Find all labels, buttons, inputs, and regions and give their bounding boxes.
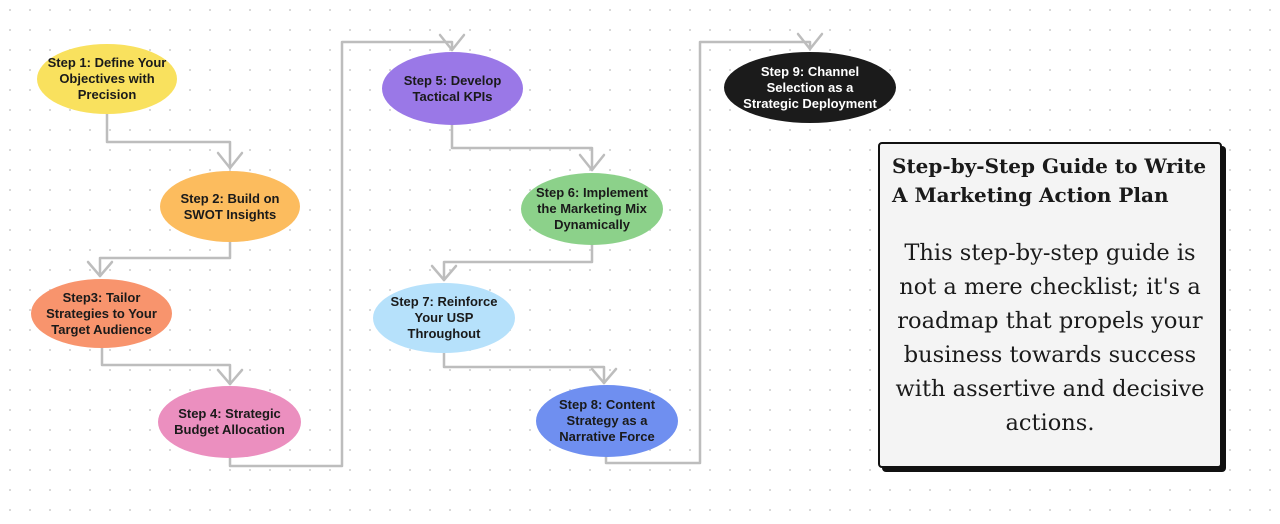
arrowhead-9 <box>796 32 824 51</box>
connector-8-9 <box>604 40 812 465</box>
connector-1-2 <box>105 110 232 170</box>
info-card: Step-by-Step Guide to Write A Marketing … <box>878 142 1222 468</box>
step-2-node[interactable]: Step 2: Build on SWOT Insights <box>160 171 300 242</box>
step-7-label: Step 7: Reinforce Your USP Throughout <box>390 294 498 341</box>
step-2-label: Step 2: Build on SWOT Insights <box>180 190 280 222</box>
connector-6-7 <box>442 242 594 282</box>
connector-5-6 <box>450 122 594 172</box>
connector-2-3 <box>98 238 232 278</box>
step-3-label: Step3: Tailor Strategies to Your Target … <box>46 289 157 337</box>
info-title: Step-by-Step Guide to Write A Marketing … <box>892 154 1207 207</box>
step-9-node[interactable]: Step 9: Channel Selection as a Strategic… <box>724 52 896 123</box>
connector-7-8 <box>442 350 606 385</box>
arrowhead-6 <box>578 153 606 172</box>
arrowhead-4 <box>216 368 244 386</box>
arrowhead-5 <box>438 33 466 52</box>
step-5-label: Step 5: Develop Tactical KPIs <box>403 72 502 104</box>
arrowhead-7 <box>430 264 458 282</box>
arrowhead-8 <box>590 367 618 385</box>
step-4-node[interactable]: Step 4: Strategic Budget Allocation <box>158 386 301 458</box>
step-3-node[interactable]: Step3: Tailor Strategies to Your Target … <box>31 279 172 348</box>
step-6-label: Step 6: Implement the Marketing Mix Dyna… <box>536 185 648 232</box>
step-1-label: Step 1: Define Your Objectives with Prec… <box>47 55 167 102</box>
step-7-node[interactable]: Step 7: Reinforce Your USP Throughout <box>373 283 515 353</box>
connector-4-5 <box>228 40 454 468</box>
step-4-label: Step 4: Strategic Budget Allocation <box>174 406 285 437</box>
arrowhead-2 <box>216 151 244 170</box>
step-1-node[interactable]: Step 1: Define Your Objectives with Prec… <box>37 44 177 114</box>
arrowhead-3 <box>86 260 114 278</box>
step-6-node[interactable]: Step 6: Implement the Marketing Mix Dyna… <box>521 173 663 245</box>
step-8-label: Step 8: Content Strategy as a Narrative … <box>558 397 656 444</box>
connector-3-4 <box>100 344 232 386</box>
step-5-node[interactable]: Step 5: Develop Tactical KPIs <box>382 52 523 125</box>
info-body: This step-by-step guide is not a mere ch… <box>895 240 1205 436</box>
step-8-node[interactable]: Step 8: Content Strategy as a Narrative … <box>536 385 678 457</box>
step-9-label: Step 9: Channel Selection as a Strategic… <box>743 63 877 111</box>
